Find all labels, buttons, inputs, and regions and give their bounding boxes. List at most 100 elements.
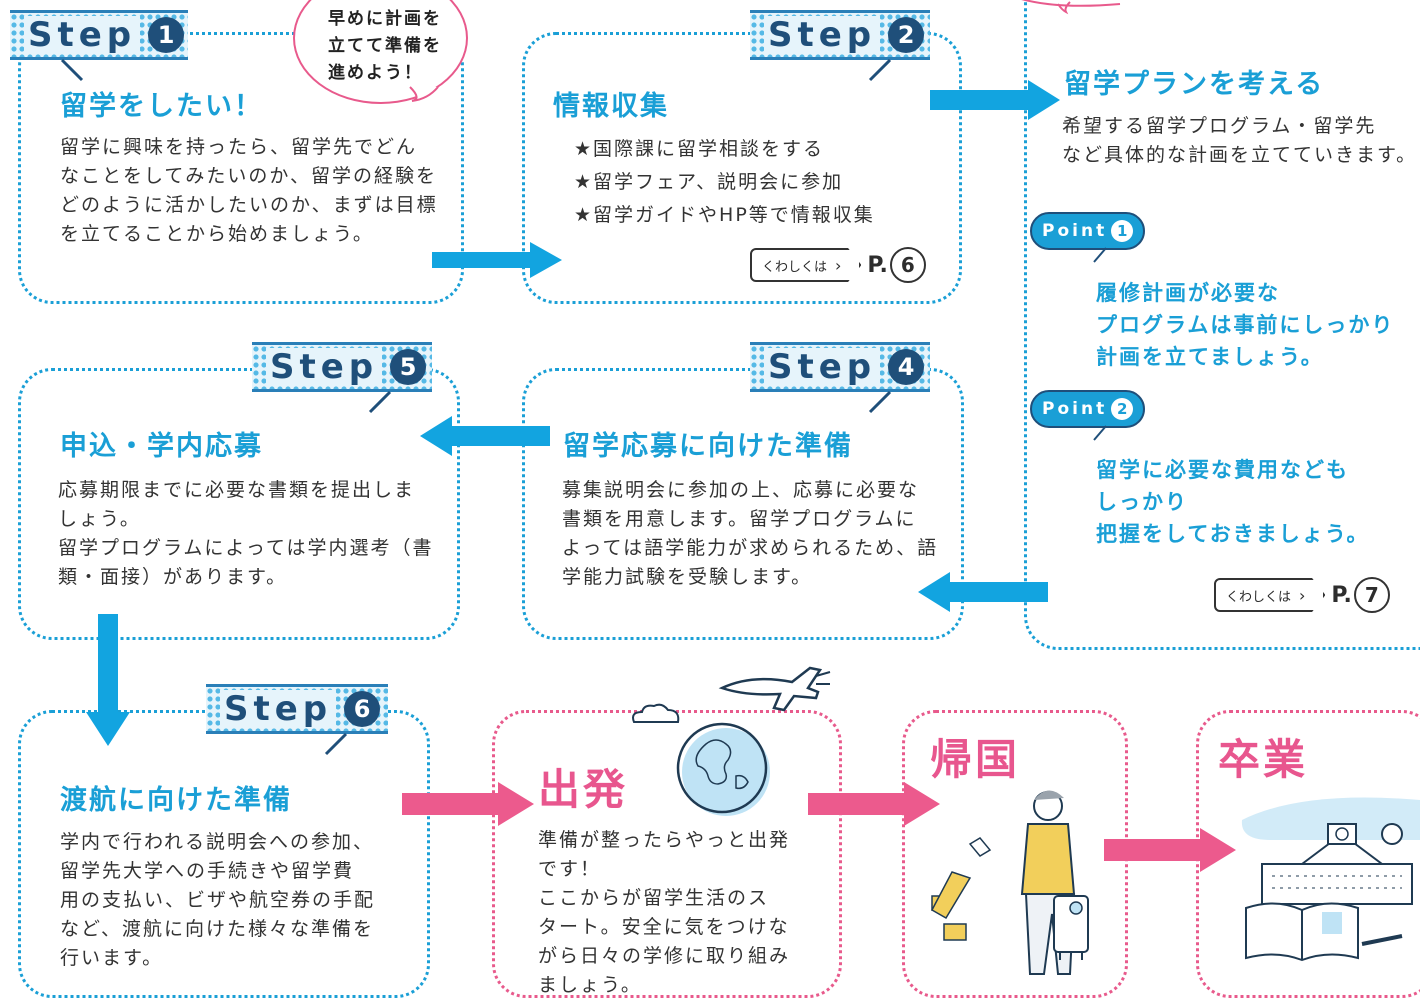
- step3-box: [1024, 0, 1420, 650]
- step4-body-line: 学能力試験を受験します。: [562, 566, 813, 588]
- point2-tail: [1093, 425, 1107, 441]
- step5-body-line: 応募期限までに必要な書類を提出しま: [58, 479, 416, 501]
- departure-title: 出発: [538, 765, 629, 814]
- step1-title: 留学をしたい！: [60, 91, 263, 122]
- step6-body-line: 学内で行われる説明会への参加、: [60, 831, 375, 853]
- point2-badge: Point 2: [1030, 390, 1146, 428]
- bubble-line: 進めよう！: [328, 63, 423, 83]
- step5-body-line: 留学プログラムによっては学内選考（書: [58, 537, 434, 559]
- step5-box: [18, 368, 460, 640]
- airplane-icon: [718, 666, 831, 712]
- point1-label: Point: [1042, 221, 1108, 241]
- step2-badge-tail: [868, 58, 892, 82]
- graduation-title: 卒業: [1218, 735, 1309, 784]
- departure-body-line: 準備が整ったらやっと出発: [538, 829, 791, 851]
- step1-step-word: Step: [24, 16, 141, 54]
- step4-title: 留学応募に向けた準備: [563, 431, 853, 462]
- point1-line: プログラムは事前にしっかり: [1096, 313, 1395, 337]
- step3-bubble-fragment: [1021, 0, 1121, 15]
- step3-title: 留学プランを考える: [1064, 69, 1325, 100]
- step3-ref-link[interactable]: くわしくは P. 7: [1214, 577, 1390, 613]
- step1-body-line: どのように活かしたいのか、まずは目標: [60, 194, 438, 216]
- step6-body-line: など、渡航に向けた様々な準備を: [60, 918, 375, 940]
- ref-label: くわしくは: [750, 248, 862, 282]
- step2-ref-link[interactable]: くわしくは P. 6: [750, 247, 926, 283]
- step1-body-line: 留学に興味を持ったら、留学先でどん: [60, 136, 418, 158]
- arrow-step5-to-step6: [86, 614, 130, 746]
- step6-step-word: Step: [220, 690, 337, 728]
- ref-page-prefix: P.: [1331, 582, 1352, 608]
- step2-bullet: ★留学フェア、説明会に参加: [574, 171, 844, 193]
- step4-box: [522, 368, 964, 640]
- point1-text: 履修計画が必要な プログラムは事前にしっかり 計画を立てましょう。: [1096, 277, 1394, 373]
- point1-tail: [1093, 247, 1107, 263]
- point2-line: 留学に必要な費用なども: [1096, 458, 1349, 482]
- step4-body: 募集説明会に参加の上、応募に必要な 書類を用意します。留学プログラムに よっては…: [562, 476, 938, 592]
- departure-body-line: ここからが留学生活のス: [538, 887, 770, 909]
- step4-body-line: 書類を用意します。留学プログラムに: [562, 508, 917, 530]
- step6-body-line: 行います。: [60, 947, 164, 969]
- step2-box: [522, 32, 962, 304]
- point2-line: しっかり: [1096, 490, 1188, 514]
- arrow-step2-to-step3: [930, 80, 1060, 120]
- step6-step-number: 6: [344, 691, 381, 727]
- step3-body-line: など具体的な計画を立てていきます。: [1062, 144, 1418, 166]
- step3-body-line: 希望する留学プログラム・留学先: [1062, 115, 1377, 137]
- arrow-step4-to-step5: [420, 416, 550, 456]
- step4-step-word: Step: [764, 348, 881, 386]
- step2-title: 情報収集: [553, 91, 669, 122]
- step6-body: 学内で行われる説明会への参加、 留学先大学への手続きや留学費 用の支払い、ビザや…: [60, 828, 375, 973]
- step4-badge: Step 4: [750, 342, 930, 392]
- step6-body-line: 用の支払い、ビザや航空券の手配: [60, 889, 376, 911]
- departure-body-line: です！: [538, 858, 602, 880]
- arrow-step6-to-departure: [402, 782, 534, 826]
- departure-body-line: タート。安全に気をつけな: [538, 916, 790, 938]
- arrow-step3-to-step4: [918, 572, 1048, 612]
- return-title: 帰国: [930, 735, 1021, 784]
- globe-icon: [676, 722, 770, 816]
- step2-bullets: ★国際課に留学相談をする ★留学フェア、説明会に参加 ★留学ガイドやHP等で情報…: [574, 133, 875, 232]
- departure-body-line: ましょう。: [538, 974, 642, 996]
- step5-title: 申込・学内応募: [60, 431, 263, 462]
- step1-body-line: なことをしてみたいのか、留学の経験を: [60, 165, 438, 187]
- departure-body: 準備が整ったらやっと出発 です！ ここからが留学生活のス タート。安全に気をつけ…: [538, 826, 790, 1000]
- point2-number: 2: [1111, 398, 1134, 420]
- point2-line: 把握をしておきましょう。: [1096, 522, 1370, 546]
- step5-badge: Step 5: [252, 342, 432, 392]
- step5-body: 応募期限までに必要な書類を提出しま しょう。 留学プログラムによっては学内選考（…: [58, 476, 434, 592]
- ref-page-prefix: P.: [867, 252, 888, 278]
- step2-bullet: ★留学ガイドやHP等で情報収集: [574, 204, 875, 226]
- point1-number: 1: [1111, 220, 1134, 242]
- campus-illustration: [1241, 797, 1420, 962]
- step5-body-line: 類・面接）があります。: [58, 566, 288, 588]
- point1-badge: Point 1: [1030, 212, 1146, 250]
- step5-body-line: しょう。: [58, 508, 141, 530]
- step6-badge-tail: [324, 732, 348, 756]
- step2-badge: Step 2: [750, 10, 930, 60]
- speech-bubble-text: 早めに計画を 立てて準備を 進めよう！: [328, 6, 442, 87]
- step1-badge: Step 1: [10, 10, 188, 60]
- step5-step-word: Step: [266, 348, 383, 386]
- arrow-departure-to-return: [808, 782, 940, 826]
- step5-step-number: 5: [390, 349, 427, 385]
- arrow-step1-to-step2: [432, 242, 562, 278]
- step4-body-line: 募集説明会に参加の上、応募に必要な: [562, 479, 920, 501]
- step5-badge-tail: [368, 390, 392, 414]
- ref-page-number: 6: [889, 247, 926, 283]
- step1-body: 留学に興味を持ったら、留学先でどん なことをしてみたいのか、留学の経験を どのよ…: [60, 133, 438, 249]
- step1-box: [18, 32, 464, 304]
- bubble-line: 早めに計画を: [328, 9, 442, 29]
- cloud-icon: [632, 703, 680, 723]
- point2-text: 留学に必要な費用なども しっかり 把握をしておきましょう。: [1096, 454, 1369, 550]
- ref-label: くわしくは: [1214, 578, 1326, 612]
- arrow-return-to-graduation: [1104, 828, 1236, 872]
- step2-step-word: Step: [764, 16, 881, 54]
- step4-badge-tail: [868, 390, 892, 414]
- step1-body-line: を立てることから始めましょう。: [60, 223, 374, 245]
- speech-bubble-tail: [409, 86, 439, 102]
- step2-bullet: ★国際課に留学相談をする: [574, 138, 825, 160]
- point1-line: 履修計画が必要な: [1096, 281, 1280, 305]
- point1-line: 計画を立てましょう。: [1096, 345, 1324, 369]
- traveler-illustration: [930, 790, 1089, 975]
- step4-step-number: 4: [888, 349, 925, 385]
